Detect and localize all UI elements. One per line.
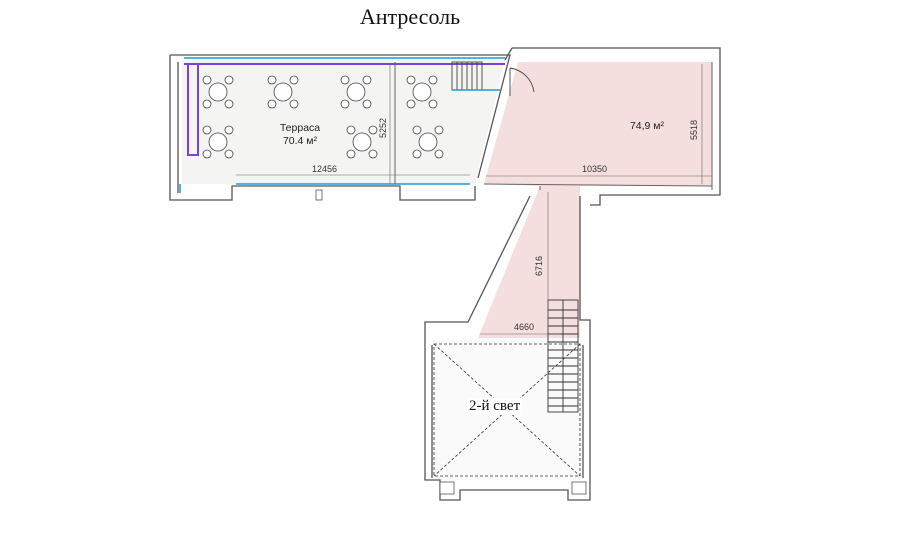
door (509, 67, 535, 96)
terrace-area-label: 70.4 м² (282, 135, 318, 147)
hall-area (478, 62, 712, 338)
dim-terrace-depth: 5252 (378, 117, 388, 138)
dim-hall-length: 10350 (582, 164, 608, 174)
glazing (179, 57, 505, 193)
table-set (202, 75, 444, 159)
dim-corridor-width: 4660 (514, 322, 535, 332)
dim-terrace-length: 12456 (312, 164, 338, 174)
hall-area-label: 74,9 м² (629, 120, 665, 132)
terrace-stair (451, 61, 500, 91)
terrace-name: Терраса (279, 122, 321, 134)
dim-hall-depth: 5518 (689, 119, 699, 140)
plan-title: Антресоль (359, 4, 461, 29)
walls (169, 47, 721, 501)
main-stair (547, 299, 579, 413)
railing (184, 63, 505, 156)
dim-corridor-length: 6716 (534, 255, 544, 276)
void-cross (433, 343, 581, 477)
void-label: 2-й свет (467, 398, 523, 415)
